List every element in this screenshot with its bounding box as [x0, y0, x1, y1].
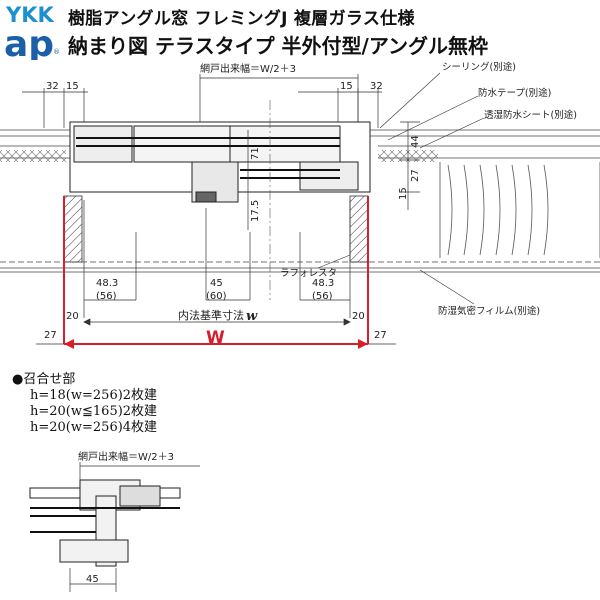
opening-outline-red [63, 196, 369, 345]
dim-60: (60) [206, 291, 227, 302]
detail-glass-lines [30, 507, 180, 533]
detail-dim-45: 45 [86, 574, 99, 585]
dim-15-right: 15 [340, 81, 353, 92]
dim-27-vertical: 27 [410, 169, 421, 182]
detail-dim-line-bottom [69, 568, 117, 592]
meeting-row-1: h=18(w=256)2枚建 [30, 388, 158, 403]
dim-20-right: 20 [352, 311, 365, 322]
dim-56-left: (56) [96, 291, 117, 302]
w-arrow-right [358, 339, 368, 349]
dim-20-left: 20 [66, 311, 79, 322]
right-vertical-dims [247, 121, 420, 230]
logo-ap-text: ap [4, 24, 54, 60]
glass-lines [76, 137, 340, 179]
detail-top-dimension: 網戸出来幅＝W/2＋3 [78, 450, 174, 463]
dim-48-3-left: 48.3 [96, 278, 118, 289]
title-line-1: 樹脂アングル窓 フレミングJ 複層ガラス仕様 [68, 9, 415, 29]
left-stud-hatched [63, 195, 83, 263]
dim-56-right: (56) [312, 291, 333, 302]
dim-15-left: 15 [66, 81, 79, 92]
dim-71: 71 [250, 147, 261, 160]
label-lath: ラフォレスタ [280, 268, 337, 279]
dim-45: 45 [210, 278, 223, 289]
inner-standard-dim [83, 318, 351, 326]
top-left-dim-lines [22, 88, 382, 128]
dim-15-vertical: 15 [398, 187, 409, 200]
screen-width-dimension: 網戸出来幅＝W/2＋3 [200, 62, 296, 75]
logo-registered-mark: ® [53, 48, 60, 56]
dim-44: 44 [410, 135, 421, 148]
dim-48-3-right: 48.3 [312, 278, 334, 289]
logo-ykk-text: YKK [5, 3, 54, 27]
dim-32-left: 32 [46, 81, 59, 92]
detail-profile [29, 479, 181, 567]
right-stud-hatched [349, 195, 369, 263]
leader-lines [317, 72, 485, 305]
title-line-2: 納まり図 テラスタイプ 半外付型/アングル無枠 [68, 34, 489, 58]
dim-17-5: 17.5 [250, 200, 261, 222]
label-sealing: シーリング(別途) [442, 61, 516, 73]
dim-32-right: 32 [370, 81, 383, 92]
meeting-row-2: h=20(w≦165)2枚建 [30, 404, 158, 419]
width-W-label: W [206, 328, 225, 348]
inner-symbol-w: w [246, 309, 258, 324]
window-frame [69, 121, 371, 203]
left-siding [0, 150, 66, 162]
meeting-heading: ●召合せ部 [12, 372, 76, 387]
dim-27-left: 27 [44, 330, 57, 341]
insulation [439, 162, 600, 258]
dim-27-right: 27 [374, 330, 387, 341]
inner-standard-label: 内法基準寸法 [178, 308, 244, 322]
label-moisture-sheet: 透湿防水シート(別途) [484, 109, 577, 121]
interior-dim-lines [83, 200, 351, 318]
ykk-ap-logo: YKK ap ® [4, 3, 60, 60]
meeting-row-3: h=20(w=256)4枚建 [30, 420, 158, 435]
label-vapor-film: 防湿気密フィルム(別途) [438, 305, 540, 317]
w-arrow-left [64, 339, 74, 349]
label-waterproof-tape: 防水テープ(別途) [478, 87, 551, 99]
